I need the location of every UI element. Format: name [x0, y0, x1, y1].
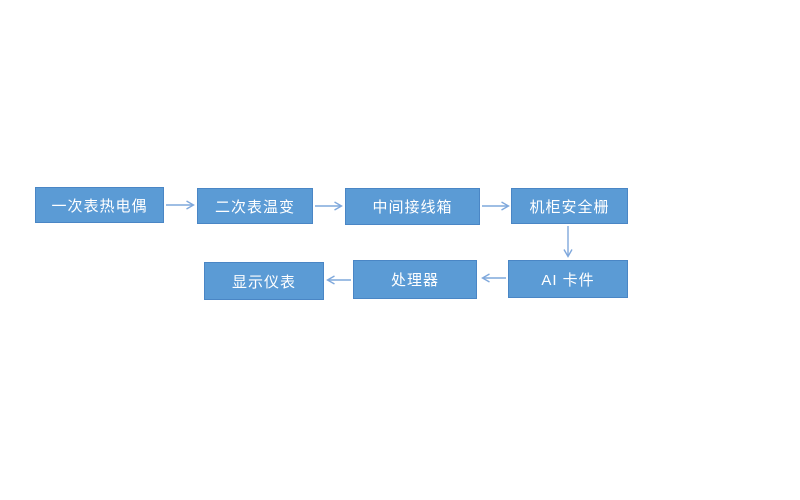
- node-display-instrument-label: 显示仪表: [231, 273, 296, 291]
- node-display-instrument[interactable]: 显示仪表: [204, 262, 324, 300]
- node-processor[interactable]: 处理器: [353, 260, 477, 299]
- node-primary-sensor[interactable]: 一次表热电偶: [35, 187, 164, 223]
- node-secondary-transmitter-label: 二次表温变: [214, 198, 295, 216]
- node-ai-card[interactable]: AI 卡件: [508, 260, 628, 298]
- node-secondary-transmitter[interactable]: 二次表温变: [197, 188, 313, 224]
- node-primary-sensor-label: 一次表热电偶: [51, 197, 148, 215]
- node-junction-box[interactable]: 中间接线箱: [345, 188, 480, 225]
- node-safety-barrier-label: 机柜安全栅: [529, 198, 610, 216]
- node-safety-barrier[interactable]: 机柜安全栅: [511, 188, 628, 224]
- node-ai-card-label: AI 卡件: [541, 271, 595, 289]
- node-processor-label: 处理器: [390, 272, 439, 289]
- node-junction-box-label: 中间接线箱: [372, 199, 453, 216]
